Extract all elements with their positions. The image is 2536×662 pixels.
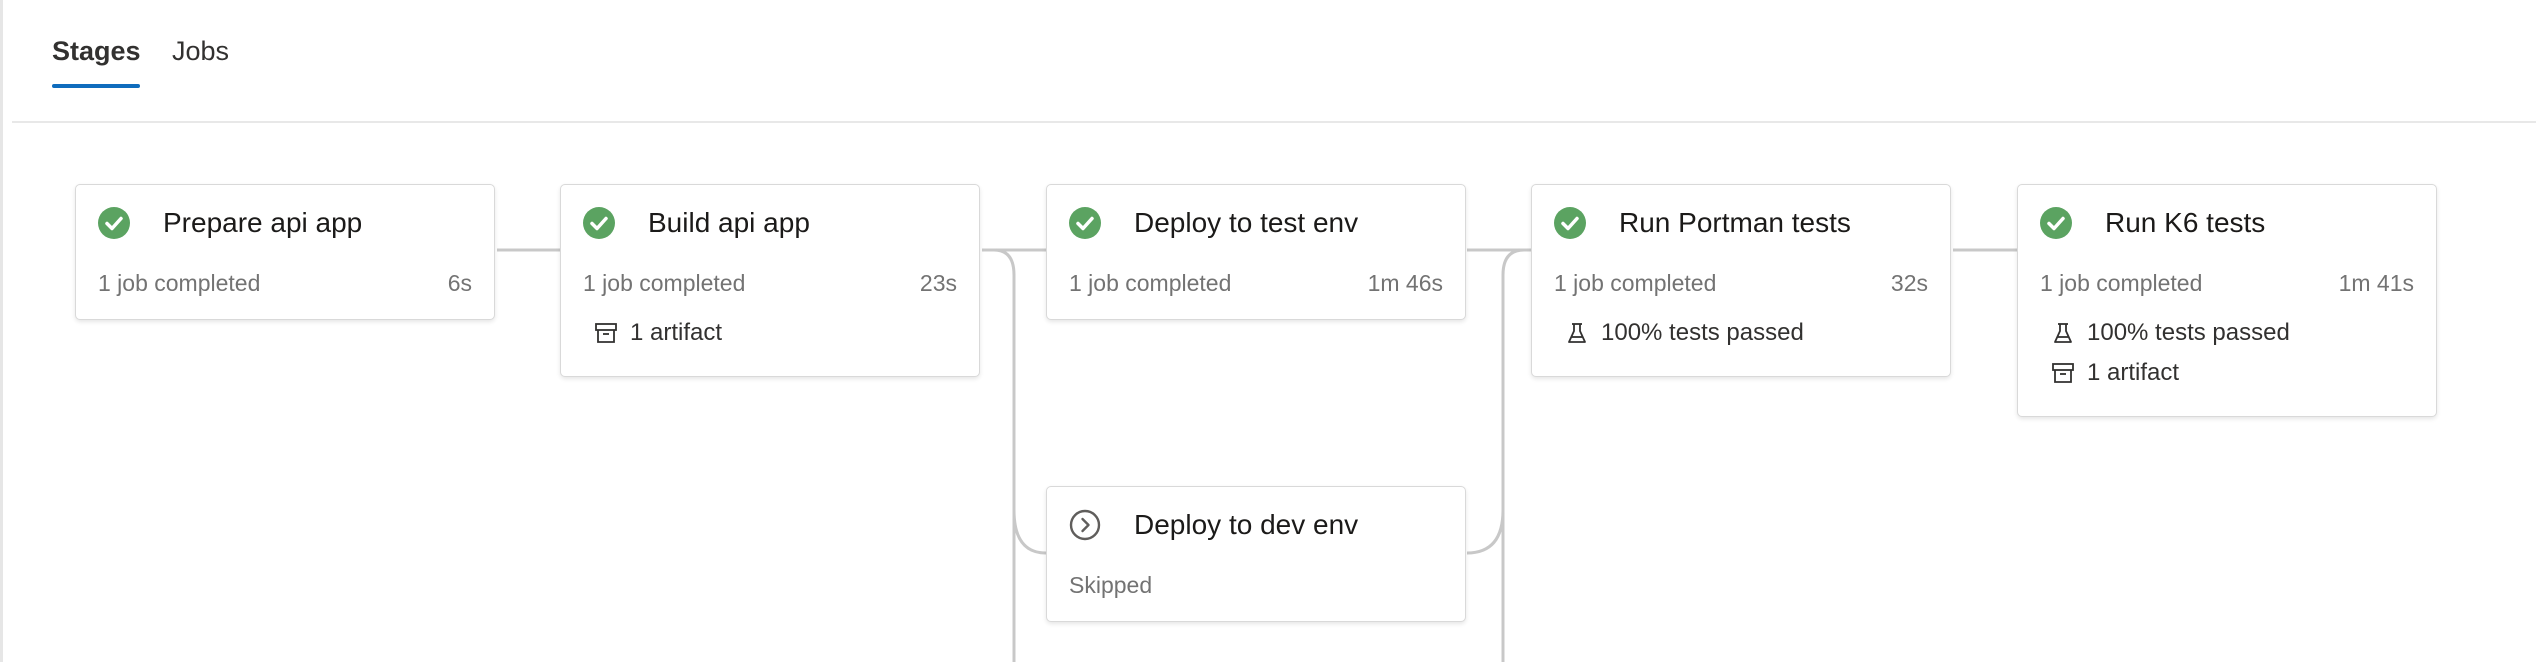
stage-summary: 1 job completed bbox=[583, 270, 746, 296]
tab-jobs[interactable]: Jobs bbox=[172, 36, 230, 66]
stage-summary: 1 job completed bbox=[98, 270, 261, 296]
artifact-box-icon bbox=[595, 323, 617, 343]
stage-card-deploy-dev[interactable]: Deploy to dev env Skipped bbox=[1046, 486, 1466, 622]
artifact-link[interactable]: 1 artifact bbox=[2051, 359, 2179, 387]
check-circle-icon bbox=[1554, 207, 1586, 239]
stage-card-portman[interactable]: Run Portman tests 1 job completed 32s 10… bbox=[1531, 184, 1951, 377]
stage-duration: 23s bbox=[919, 270, 957, 296]
stage-summary: 1 job completed bbox=[2040, 270, 2203, 296]
stage-summary: Skipped bbox=[1069, 572, 1153, 598]
artifact-box-icon bbox=[2052, 363, 2074, 383]
stage-card-deploy-test[interactable]: Deploy to test env 1 job completed 1m 46… bbox=[1046, 184, 1466, 320]
stage-duration: 1m 46s bbox=[1367, 270, 1443, 296]
beaker-icon bbox=[1568, 323, 1586, 343]
stage-duration: 6s bbox=[447, 270, 472, 296]
skip-circle-icon bbox=[1069, 509, 1101, 541]
stage-summary: 1 job completed bbox=[1069, 270, 1232, 296]
stage-title: Build api app bbox=[648, 207, 810, 238]
check-circle-icon bbox=[98, 207, 130, 239]
stage-duration: 1m 41s bbox=[2338, 270, 2414, 296]
check-circle-icon bbox=[2040, 207, 2072, 239]
stage-card-k6[interactable]: Run K6 tests 1 job completed 1m 41s 100%… bbox=[2017, 184, 2437, 417]
left-border bbox=[0, 0, 3, 662]
stage-title: Prepare api app bbox=[163, 207, 363, 238]
tests-link[interactable]: 100% tests passed bbox=[2051, 319, 2290, 347]
tests-label: 100% tests passed bbox=[2087, 319, 2290, 346]
check-circle-icon bbox=[1069, 207, 1101, 239]
tests-label: 100% tests passed bbox=[1601, 319, 1804, 346]
stage-card-build[interactable]: Build api app 1 job completed 23s 1 arti… bbox=[560, 184, 980, 377]
stage-title: Deploy to dev env bbox=[1134, 509, 1359, 540]
stage-title: Deploy to test env bbox=[1134, 207, 1359, 238]
active-tab-indicator bbox=[52, 84, 140, 88]
stage-title: Run K6 tests bbox=[2105, 207, 2266, 238]
stage-summary: 1 job completed bbox=[1554, 270, 1717, 296]
stage-title: Run Portman tests bbox=[1619, 207, 1851, 238]
artifact-label: 1 artifact bbox=[2087, 359, 2180, 386]
beaker-icon bbox=[2054, 323, 2072, 343]
tab-stages[interactable]: Stages bbox=[52, 36, 141, 66]
check-circle-icon bbox=[583, 207, 615, 239]
artifact-label: 1 artifact bbox=[630, 319, 723, 346]
stage-duration: 32s bbox=[1890, 270, 1928, 296]
artifact-link[interactable]: 1 artifact bbox=[594, 319, 722, 347]
tests-link[interactable]: 100% tests passed bbox=[1565, 319, 1804, 347]
stage-card-prepare[interactable]: Prepare api app 1 job completed 6s bbox=[75, 184, 495, 320]
view-tabs: Stages Jobs bbox=[12, 0, 2536, 123]
